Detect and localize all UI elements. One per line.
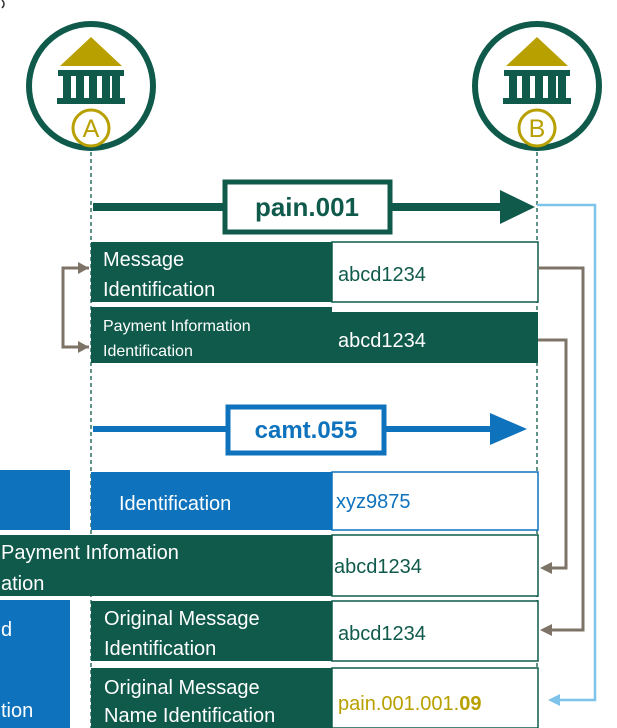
bank-b-badge (517, 108, 557, 148)
field-label-line1: Original Message (104, 608, 260, 630)
field-label-line2: Identification (103, 343, 193, 360)
left-panel-block-top (0, 470, 70, 530)
field-label-line2: ation (1, 573, 44, 595)
bank-a: A (26, 21, 156, 151)
pain-field-msg-id: Message Identification abcd1234 (91, 241, 539, 303)
field-label-line1: Message (103, 249, 184, 271)
field-value: abcd1234 (334, 556, 422, 578)
pain-arrow: pain.001 (93, 179, 535, 235)
field-label-line2: Name Identification (104, 705, 275, 727)
bank-building-icon (503, 37, 571, 104)
camt-field-orig-msg-name: Original Message Name Identification pai… (91, 667, 539, 728)
left-panel-block-bottom (0, 600, 70, 728)
camt-arrow: camt.055 (93, 404, 527, 456)
field-label: Identification (119, 493, 231, 515)
pain-label: pain.001 (255, 192, 359, 222)
return-connector (537, 203, 597, 702)
pain-field-pmt-info-id: Payment Information Identification abcd1… (91, 307, 538, 363)
camt-field-payment-info: Payment Infomation ation abcd1234 (0, 534, 539, 597)
camt-label: camt.055 (255, 417, 358, 444)
field-label-line1: Original Message (104, 677, 260, 699)
bank-building-icon (57, 37, 125, 104)
field-value-suffix: 09 (459, 693, 481, 715)
left-panel-fragment-2: tion (1, 700, 33, 722)
left-bracket-connector (61, 266, 89, 349)
field-label-line2: Identification (104, 638, 216, 660)
field-label-line2: Identification (103, 279, 215, 301)
field-value: pain.001.001.09 (338, 693, 481, 715)
connector-pmt-info-to-pmt-info (538, 338, 568, 570)
field-label-line1: Payment Infomation (1, 542, 179, 564)
camt-field-identification: Identification xyz9875 (91, 471, 539, 531)
field-value: abcd1234 (338, 330, 426, 352)
connector-msg-id-arrowhead (540, 624, 552, 636)
bank-a-label: A (83, 115, 100, 143)
field-value: xyz9875 (336, 491, 411, 513)
field-label-line1: Payment Information (103, 318, 251, 335)
pain-label-box (222, 179, 393, 235)
left-bracket-arrow-top (78, 262, 89, 274)
field-value-prefix: pain.001.001. (338, 693, 459, 715)
connector-msg-id-to-orig (538, 266, 585, 632)
bank-b: B (472, 21, 602, 151)
connector-pmt-info-arrowhead (540, 562, 552, 574)
field-value: abcd1234 (338, 623, 426, 645)
camt-field-orig-msg-id: Original Message Identification abcd1234 (91, 600, 539, 662)
left-panel-fragment-1: d (1, 619, 12, 641)
header-fragment-mark (1, 0, 5, 9)
camt-label-box (225, 404, 387, 456)
return-connector-arrowhead (548, 694, 560, 706)
header-fragment (0, 0, 5, 20)
left-bracket-arrow-bottom (78, 341, 89, 353)
bank-a-badge (71, 108, 111, 148)
bank-b-label: B (529, 115, 546, 143)
field-value: abcd1234 (338, 264, 426, 286)
